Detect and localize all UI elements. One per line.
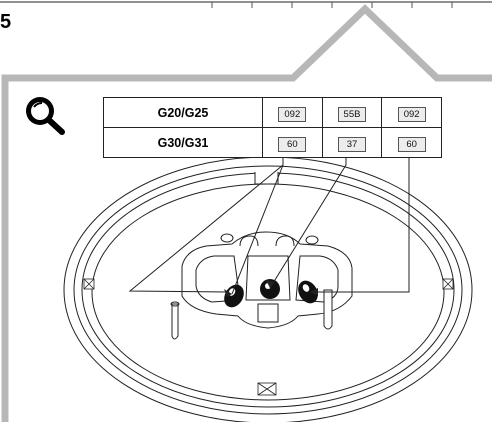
injector-size-table: G20/G25 092 55B 092 G30/G31 60 37 60 (103, 97, 442, 158)
table-row: G20/G25 092 55B 092 (103, 97, 442, 128)
zoom-callout-frame (1, 4, 492, 422)
injector-code: 092 (397, 106, 426, 122)
leader-line-left (128, 158, 284, 293)
gas-type-label: G20/G25 (103, 97, 263, 128)
injector-code: 092 (278, 106, 307, 122)
leader-lines (128, 158, 410, 295)
injector-code: 60 (397, 136, 426, 152)
magnifier-icon (20, 93, 68, 135)
injector-right-icon (298, 280, 318, 304)
injector-code: 55B (337, 106, 366, 122)
injector-code: 37 (337, 136, 366, 152)
injector-code: 60 (278, 136, 307, 152)
leader-line-center (269, 158, 347, 289)
step-number: 5 (0, 11, 12, 33)
top-tick-marks (211, 2, 453, 8)
gas-type-label: G30/G31 (103, 127, 263, 158)
leader-line-right (310, 158, 410, 293)
leader-arrowheads (224, 280, 318, 297)
table-row: G30/G31 60 37 60 (103, 127, 442, 158)
